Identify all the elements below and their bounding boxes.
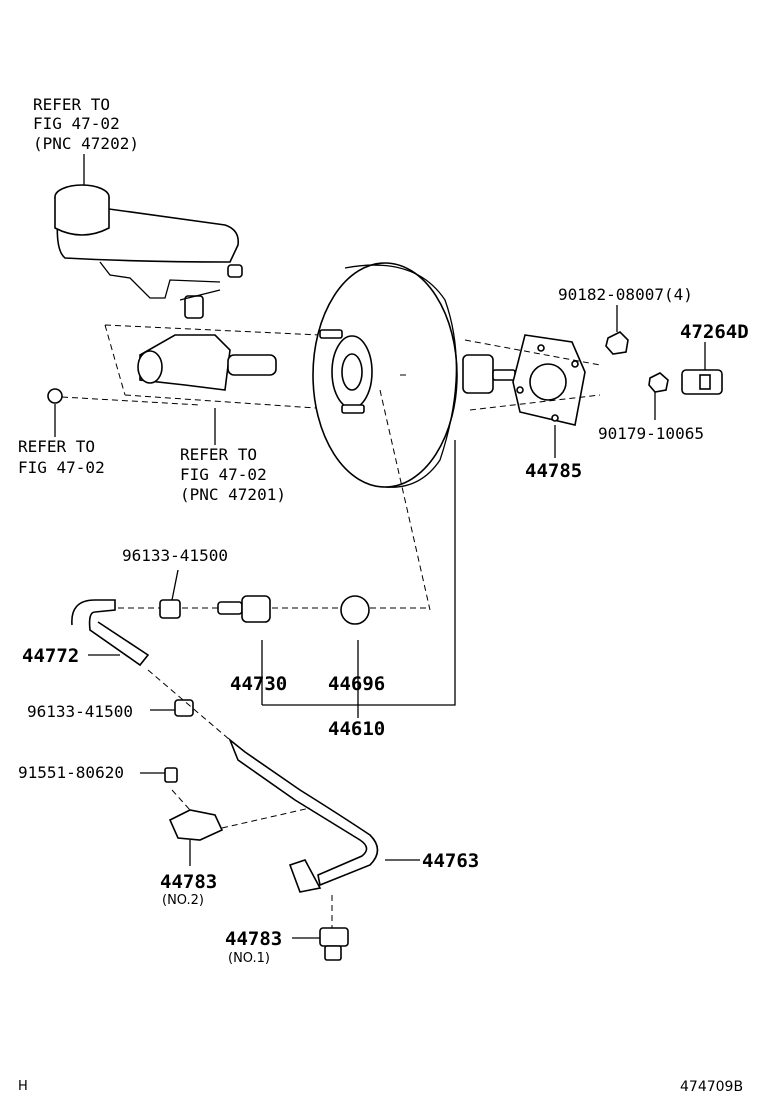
ref-middle-line2: FIG 47-02 — [180, 465, 267, 484]
ref-top-line1: REFER TO — [33, 95, 110, 114]
grommet-44696 — [340, 595, 370, 625]
ref-left-line1: REFER TO — [18, 437, 95, 456]
label-44610: 44610 — [328, 718, 385, 740]
master-cylinder-reservoir — [54, 184, 243, 299]
clamp-44783-no2 — [168, 809, 224, 841]
nut-90179 — [648, 372, 669, 393]
hose-44772 — [71, 599, 150, 667]
label-44763: 44763 — [422, 850, 479, 872]
label-47264d: 47264D — [680, 321, 749, 343]
label-44783-no1-sub: (NO.1) — [228, 951, 270, 966]
footer-code: 474709B — [680, 1079, 743, 1095]
check-valve-44730 — [217, 595, 271, 623]
brake-booster — [312, 262, 516, 488]
label-90179: 90179-10065 — [598, 424, 704, 443]
clamp-96133-a — [159, 599, 181, 619]
label-44783-no1: 44783 — [225, 928, 282, 950]
hose-44763 — [228, 737, 379, 893]
label-44785: 44785 — [525, 460, 582, 482]
label-44783-no2-sub: (NO.2) — [162, 893, 204, 908]
clamp-44783-no1 — [319, 927, 349, 961]
master-cylinder — [137, 289, 277, 391]
footer-left: H — [18, 1079, 28, 1094]
label-96133-b: 96133-41500 — [27, 702, 133, 721]
label-96133-a: 96133-41500 — [122, 546, 228, 565]
nut-90182 — [605, 331, 629, 355]
ref-middle-line3: (PNC 47201) — [180, 485, 286, 504]
booster-gasket — [512, 334, 586, 426]
label-44696: 44696 — [328, 673, 385, 695]
label-44730: 44730 — [230, 673, 287, 695]
bolt-91551 — [164, 767, 178, 783]
label-44783-no2: 44783 — [160, 871, 217, 893]
label-44772: 44772 — [22, 645, 79, 667]
ref-middle-line1: REFER TO — [180, 445, 257, 464]
ref-top-line2: FIG 47-02 — [33, 114, 120, 133]
ref-left-line2: FIG 47-02 — [18, 458, 105, 477]
ref-top-line3: (PNC 47202) — [33, 134, 139, 153]
label-90182: 90182-08007(4) — [558, 285, 693, 304]
clamp-96133-b — [174, 699, 194, 717]
clip-47264d — [681, 369, 723, 395]
label-91551: 91551-80620 — [18, 763, 124, 782]
